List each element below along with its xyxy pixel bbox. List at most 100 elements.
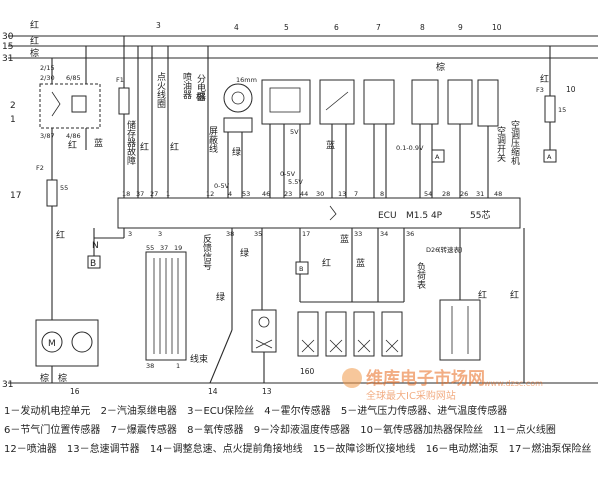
pin-label: 13 bbox=[338, 190, 346, 198]
relay-number: 2 bbox=[10, 101, 16, 111]
harness-pin-19: 19 bbox=[174, 244, 182, 252]
wire-harness bbox=[145, 251, 187, 361]
fuse-f2-number: 17 bbox=[10, 191, 21, 201]
label-ac-compressor: 空调压缩机 bbox=[509, 119, 520, 166]
watermark-url: www.dzsc.com bbox=[484, 379, 543, 388]
fuse-f3 bbox=[543, 46, 557, 163]
n-label: N bbox=[92, 241, 99, 251]
ecu-model: M1.5 4P bbox=[406, 211, 443, 221]
harness-pin-1: 1 bbox=[176, 362, 180, 370]
ecu-pin-row: 18 37 27 1 12 4 53 46 23 44 30 13 7 8 54… bbox=[122, 190, 502, 198]
ground-number: 14 bbox=[208, 387, 218, 396]
wire-color-red-top: 红 bbox=[30, 19, 39, 31]
wire-color-brown-o2: 棕 bbox=[436, 61, 445, 73]
idle-number: 13 bbox=[262, 387, 272, 396]
voltage-o2: 0.1-0.9V bbox=[396, 144, 424, 152]
b-connector-injector bbox=[295, 261, 309, 275]
voltage-5v-a: 5V bbox=[290, 128, 299, 136]
legend-item: 2－汽油泵继电器 bbox=[100, 406, 177, 417]
wire-color-red-relay: 红 bbox=[68, 139, 77, 151]
legend-item: 14－调整怠速、点火提前角接地线 bbox=[149, 444, 303, 455]
fuse-f2-value: 55 bbox=[60, 184, 68, 192]
diag-connector bbox=[87, 228, 101, 269]
electric-fuel-pump bbox=[35, 319, 99, 383]
watermark-slogan: 全球最大IC采购网站 bbox=[366, 389, 456, 402]
coolant-temp-sensor bbox=[447, 79, 473, 198]
voltage-hall: 0-5V bbox=[214, 182, 230, 190]
ecu-unit bbox=[117, 197, 521, 229]
pin-label: 28 bbox=[442, 190, 450, 198]
wire-color-blue-tps: 蓝 bbox=[326, 139, 335, 151]
label-storage-fault: 储存器故障 bbox=[125, 119, 136, 166]
power-bus-lines bbox=[8, 35, 598, 384]
fuse-f1-label: F1 bbox=[116, 76, 124, 84]
box-number-5: 5 bbox=[284, 23, 289, 32]
wire-color-green-hall: 绿 bbox=[232, 146, 241, 158]
ecu-pins: 55芯 bbox=[470, 209, 490, 221]
injector-number: 160 bbox=[300, 367, 315, 376]
wire-color-red-ecu2: 红 bbox=[170, 141, 179, 153]
pin-label: 37 bbox=[136, 190, 144, 198]
wire-color-red-coil: 红 bbox=[510, 289, 519, 301]
harness-pin-37: 37 bbox=[160, 244, 168, 252]
pin-label: 27 bbox=[150, 190, 158, 198]
legend-item: 8－氧传感器 bbox=[187, 425, 244, 436]
pin-label: 3 bbox=[158, 230, 162, 238]
label-d26: D26 bbox=[426, 246, 439, 254]
voltage-map: 0-5V bbox=[280, 170, 296, 178]
pin-label: 18 bbox=[122, 190, 130, 198]
pin-label: 17 bbox=[302, 230, 310, 238]
label-tach: (转速表) bbox=[438, 245, 463, 254]
harness-label: 线束 bbox=[190, 353, 208, 365]
a-label-ecu: A bbox=[435, 153, 440, 161]
pin-label: 33 bbox=[354, 230, 362, 238]
legend-item: 17－燃油泵保险丝 bbox=[508, 444, 592, 455]
label-ignition-coil: 点火线圈 bbox=[155, 72, 166, 109]
legend-item: 5－进气压力传感器、进气温度传感器 bbox=[340, 406, 508, 417]
legend-item: 15－故障诊断仪接地线 bbox=[312, 444, 416, 455]
legend-item: 7－爆震传感器 bbox=[110, 425, 177, 436]
fuse-f2 bbox=[46, 175, 58, 325]
harness-pin-38: 38 bbox=[146, 362, 154, 370]
pin-label: 3 bbox=[128, 230, 132, 238]
wire-color-red-f3: 红 bbox=[540, 73, 549, 85]
legend-item: 9－冷却液温度传感器 bbox=[253, 425, 351, 436]
wire-color-blue-inj: 蓝 bbox=[340, 233, 349, 245]
pin-label: 12 bbox=[206, 190, 214, 198]
wire-color-brown-bottom: 棕 bbox=[40, 372, 49, 384]
pin-label: 53 bbox=[242, 190, 250, 198]
legend-item: 10－氧传感器加热器保险丝 bbox=[360, 425, 483, 436]
wire-color-green-ground: 绿 bbox=[216, 291, 225, 303]
wire-color-red-inj: 红 bbox=[322, 257, 331, 269]
line-15-label: 15 bbox=[2, 42, 13, 52]
legend-item: 11－点火线圈 bbox=[493, 425, 556, 436]
legend-item: 12－喷油器 bbox=[4, 444, 57, 455]
fuse-f1 bbox=[118, 87, 130, 115]
wire-color-blue-inj2: 蓝 bbox=[356, 257, 365, 269]
wire-color-red-ecu1: 红 bbox=[140, 141, 149, 153]
fuse-f2-label: F2 bbox=[36, 164, 44, 172]
pin-label: 7 bbox=[354, 190, 358, 198]
bottom-pin-labels: 3 3 38 35 17 33 34 36 bbox=[128, 230, 414, 238]
relay-pin-87: 3/87 bbox=[40, 132, 55, 140]
knock-sensor bbox=[363, 79, 395, 198]
box-number-7: 7 bbox=[376, 23, 381, 32]
b-label-injector: B bbox=[299, 265, 303, 273]
pin-label: 34 bbox=[380, 230, 388, 238]
box-number-8: 8 bbox=[420, 23, 425, 32]
pin-label: 23 bbox=[284, 190, 292, 198]
pump-number: 16 bbox=[70, 387, 80, 396]
throttle-position-sensor bbox=[319, 79, 355, 198]
injectors bbox=[297, 228, 405, 357]
ground-wire-14 bbox=[209, 228, 233, 384]
label-load: 负荷表 bbox=[415, 261, 426, 290]
wire-color-red-15: 红 bbox=[30, 35, 39, 47]
legend-item: 3－ECU保险丝 bbox=[187, 406, 255, 417]
watermark-brand: 维库电子市场网 bbox=[366, 368, 485, 389]
wire-color-brown-pump: 棕 bbox=[58, 372, 67, 384]
wire-color-brown-31: 棕 bbox=[30, 47, 39, 59]
legend-item: 13－怠速调节器 bbox=[66, 444, 140, 455]
hall-sensor bbox=[223, 83, 253, 198]
box-number-10: 10 bbox=[492, 23, 502, 32]
